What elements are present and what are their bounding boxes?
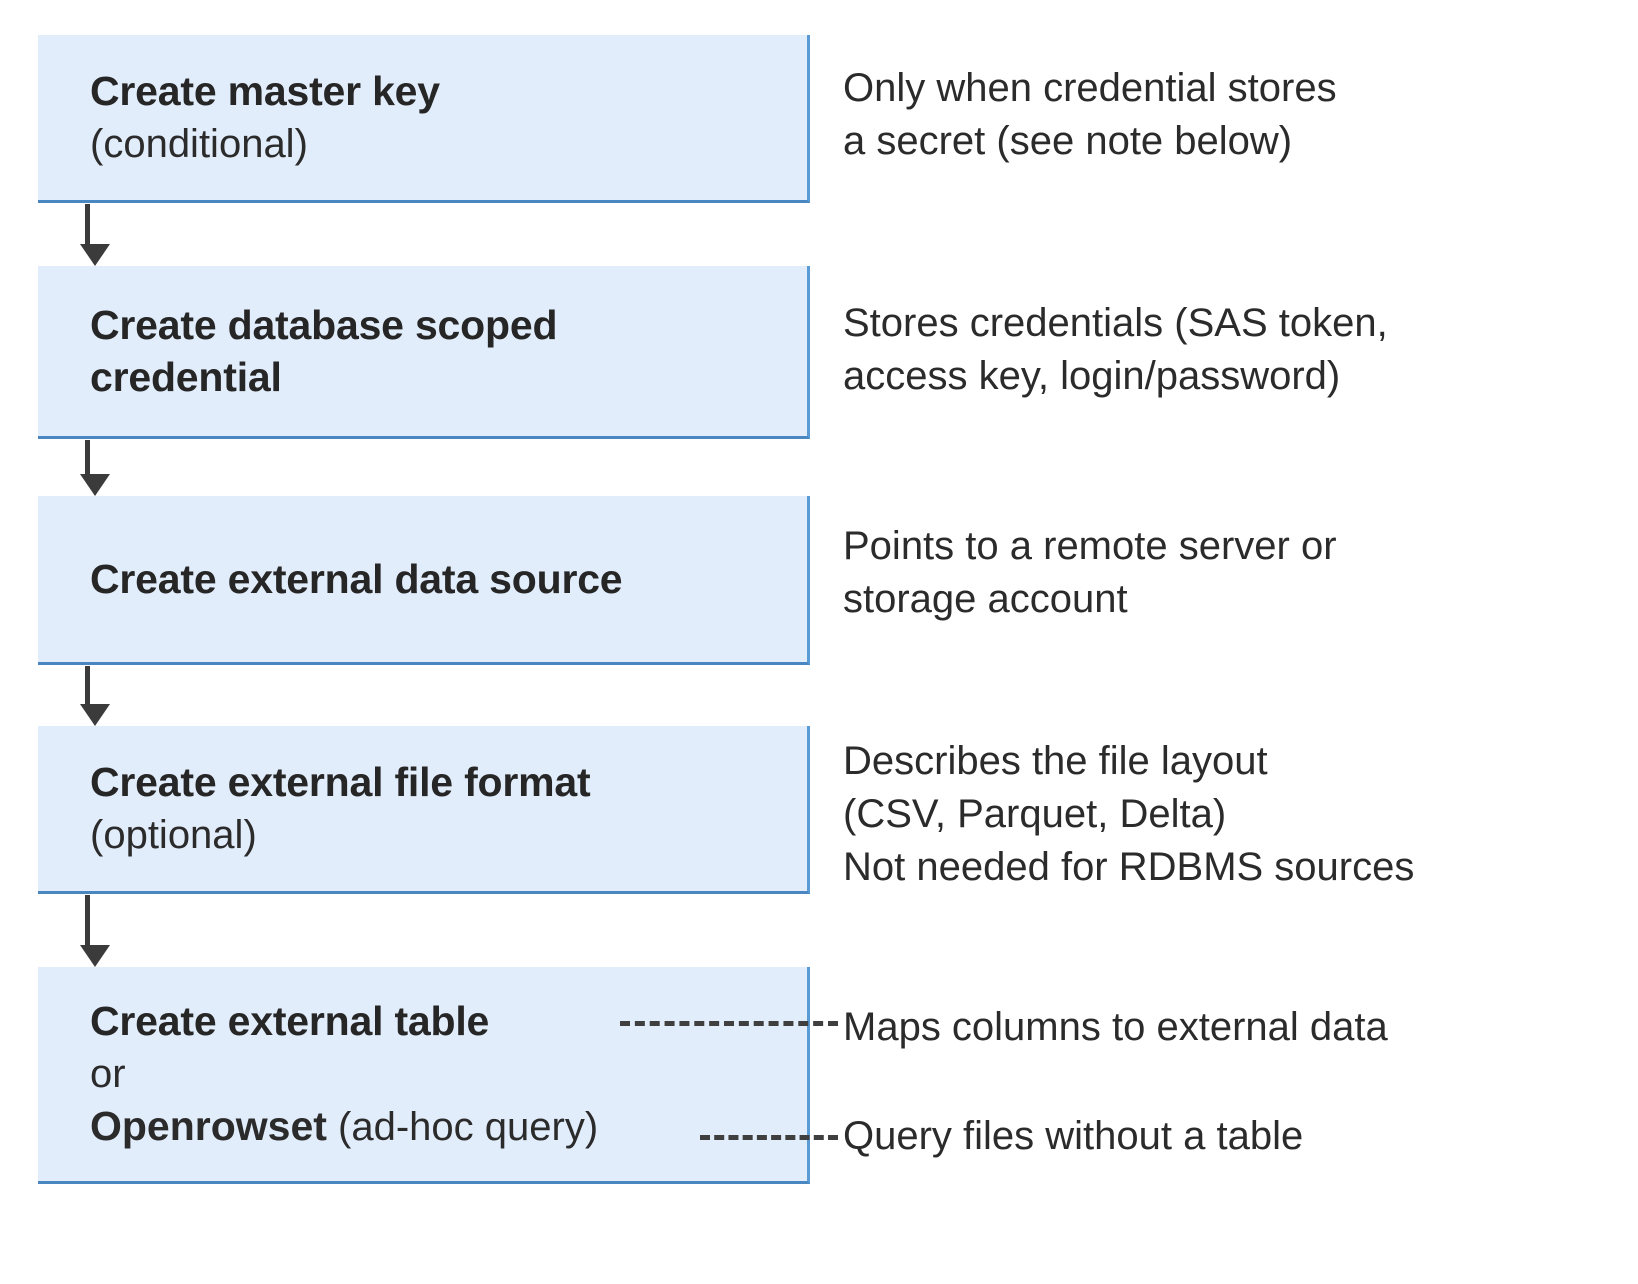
step-box-database-scoped-credential[interactable]: Create database scoped credential <box>38 266 810 439</box>
step-title-openrowset: Openrowset (ad-hoc query) <box>90 1100 793 1153</box>
step-title-external-table: Create external table <box>90 998 490 1045</box>
dashed-connector-external-table <box>620 1021 838 1026</box>
step-box-external-file-format[interactable]: Create external file format (optional) <box>38 726 810 894</box>
step-title-master-key: Create master key <box>90 68 440 115</box>
step-subtitle-external-file-format: (optional) <box>90 812 257 857</box>
step-subtitle-master-key: (conditional) <box>90 121 308 166</box>
step-box-external-data-source[interactable]: Create external data source <box>38 496 810 665</box>
note-external-table: Maps columns to external data <box>843 1005 1388 1049</box>
openrowset-label: Openrowset <box>90 1102 327 1149</box>
note-external-file-format: Describes the file layout (CSV, Parquet,… <box>843 739 1415 889</box>
step-title-external-data-source: Create external data source <box>90 555 623 602</box>
note-database-scoped-credential: Stores credentials (SAS token, access ke… <box>843 301 1388 398</box>
openrowset-qualifier: (ad-hoc query) <box>326 1104 599 1149</box>
step-box-master-key[interactable]: Create master key (conditional) <box>38 35 810 203</box>
note-external-data-source: Points to a remote server or storage acc… <box>843 524 1337 621</box>
step-title-database-scoped-credential: Create database scoped credential <box>90 301 558 400</box>
step-box-external-table-or-openrowset[interactable]: Create external table or Openrowset (ad-… <box>38 967 810 1184</box>
note-openrowset: Query files without a table <box>843 1114 1304 1158</box>
note-master-key: Only when credential stores a secret (se… <box>843 66 1337 163</box>
step-separator-or: or <box>90 1051 126 1096</box>
dashed-connector-openrowset <box>700 1135 838 1140</box>
step-title-external-file-format: Create external file format <box>90 759 591 806</box>
